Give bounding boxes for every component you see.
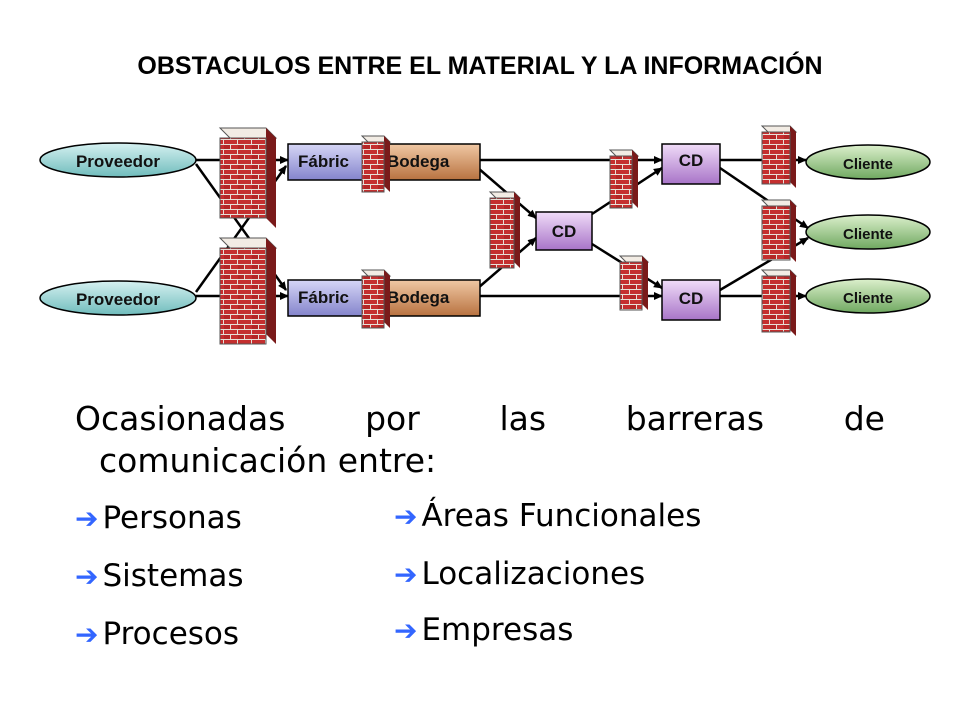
intro-line-1: Ocasionadas por las barreras de: [75, 398, 885, 440]
brick-wall-icon: [218, 237, 278, 345]
intro-line-2: comunicación entre:: [99, 441, 437, 480]
intro-word: por: [365, 399, 420, 438]
brick-wall-icon: [218, 127, 278, 228]
cd-node-bottom: CD: [661, 279, 721, 321]
right-arrow-icon: ➔: [394, 613, 418, 647]
bullet-label: Localizaciones: [421, 556, 646, 592]
supply-chain-diagram: Proveedor Proveedor Fábric Bodega Fábric…: [39, 125, 931, 345]
right-arrow-icon: ➔: [394, 557, 418, 591]
page-title: OBSTACULOS ENTRE EL MATERIAL Y LA INFORM…: [137, 52, 823, 80]
bullet-item: ➔ Localizaciones: [394, 556, 645, 592]
cd-label: CD: [679, 289, 704, 308]
brick-wall-icon: [488, 191, 522, 269]
bullet-label: Sistemas: [102, 558, 244, 594]
bullet-label: Procesos: [102, 616, 240, 652]
intro-paragraph: Ocasionadas por las barreras de comunica…: [75, 398, 885, 482]
intro-word: Ocasionadas: [75, 399, 286, 438]
bullet-item: ➔ Empresas: [394, 612, 573, 648]
intro-word: de: [843, 399, 885, 438]
bullet-item: ➔ Procesos: [75, 616, 239, 652]
bullet-item: ➔ Personas: [75, 500, 242, 536]
bullet-item: ➔ Áreas Funcionales: [394, 498, 701, 534]
intro-word: las: [499, 399, 547, 438]
fabrica-label: Fábric: [298, 288, 349, 307]
right-arrow-icon: ➔: [75, 501, 99, 535]
cd-label: CD: [552, 222, 577, 241]
proveedor-node-bottom: Proveedor: [39, 280, 197, 316]
cd-node-middle: CD: [535, 211, 593, 251]
proveedor-label: Proveedor: [76, 152, 160, 171]
bullet-label: Áreas Funcionales: [421, 498, 702, 534]
bullet-item: ➔ Sistemas: [75, 558, 243, 594]
cliente-node-middle: Cliente: [805, 214, 931, 250]
brick-wall-icon: [360, 269, 392, 329]
brick-wall-icon: [360, 135, 392, 193]
brick-wall-icon: [618, 255, 650, 311]
brick-wall-icon: [760, 125, 798, 188]
right-arrow-icon: ➔: [75, 617, 99, 651]
cliente-node-bottom: Cliente: [805, 278, 931, 314]
bullet-label: Empresas: [421, 612, 574, 648]
cliente-node-top: Cliente: [805, 144, 931, 180]
cliente-label: Cliente: [843, 156, 893, 173]
cd-label: CD: [679, 151, 704, 170]
cliente-label: Cliente: [843, 226, 893, 243]
bodega-label: Bodega: [387, 152, 450, 171]
brick-wall-icon: [608, 149, 640, 209]
right-arrow-icon: ➔: [394, 499, 418, 533]
proveedor-node-top: Proveedor: [39, 142, 197, 178]
proveedor-label: Proveedor: [76, 290, 160, 309]
intro-word: barreras: [625, 399, 765, 438]
fabrica-label: Fábric: [298, 152, 349, 171]
bodega-label: Bodega: [387, 288, 450, 307]
cd-node-top: CD: [661, 143, 721, 185]
bullet-label: Personas: [102, 500, 242, 536]
right-arrow-icon: ➔: [75, 559, 99, 593]
brick-wall-icon: [760, 269, 798, 336]
cliente-label: Cliente: [843, 290, 893, 307]
brick-wall-icon: [760, 199, 798, 262]
fabrica-bodega-node-bottom: Fábric Bodega: [287, 279, 481, 317]
